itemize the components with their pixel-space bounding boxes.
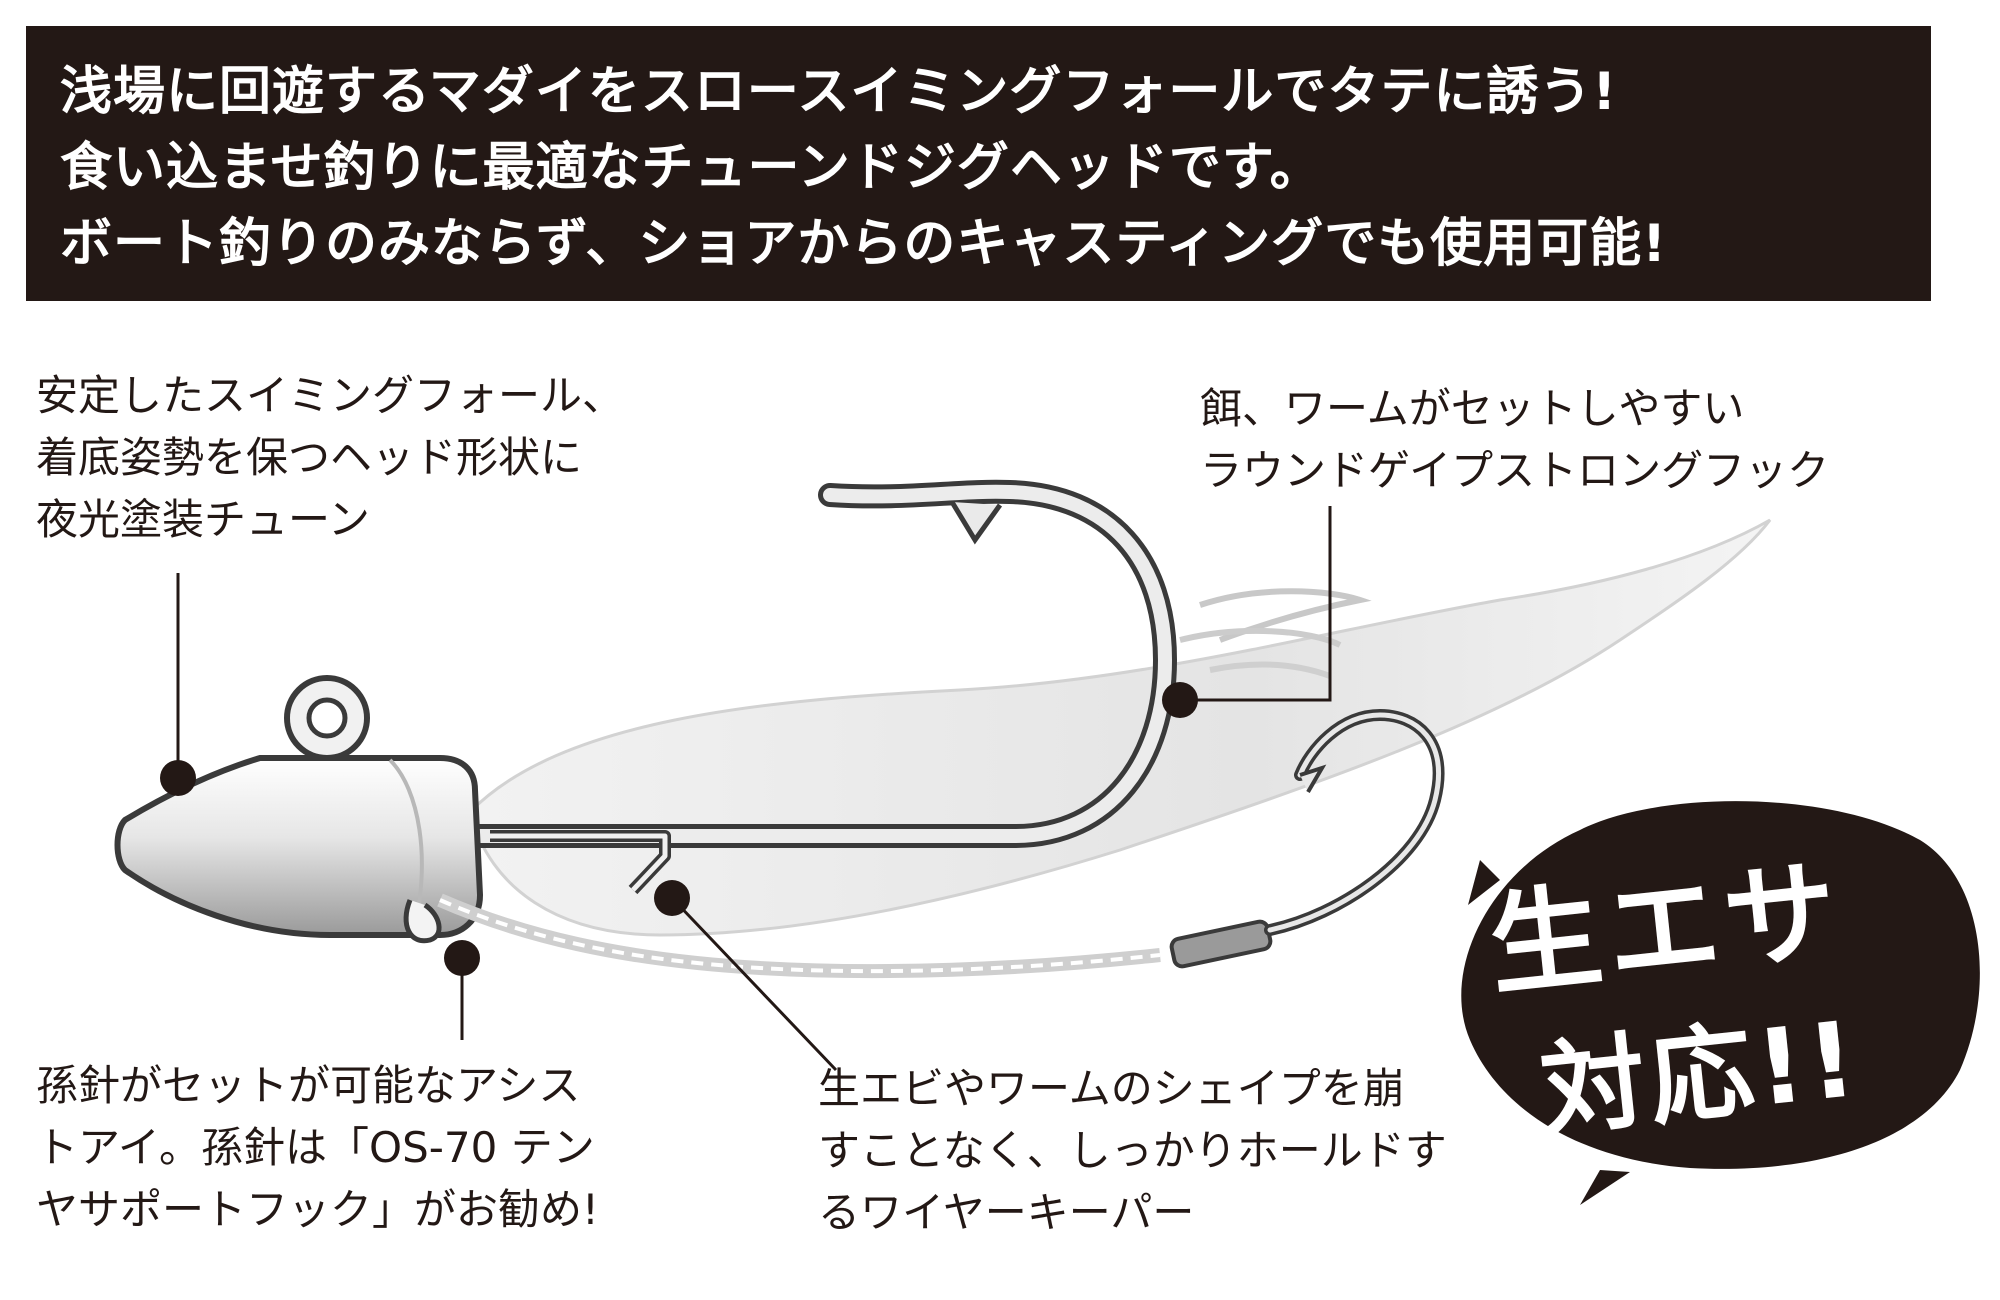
jig-head-illustration	[114, 755, 484, 944]
callout-hook-line-1: 餌、ワームがセットしやすい	[1200, 384, 1745, 433]
callout-keeper-line-2: すことなく、しっかりホールドす	[818, 1126, 1447, 1175]
callout-head-line-2: 着底姿勢を保つヘッド形状に	[36, 433, 583, 482]
callout-assist-line-1: 孫針がセットが可能なアシス	[36, 1061, 581, 1110]
marker-dot-head	[160, 760, 196, 796]
wire-keeper	[490, 830, 671, 895]
callout-hook: 餌、ワームがセットしやすい ラウンドゲイプストロングフック	[1200, 378, 1829, 502]
headline-line-2: 食い込ませ釣りに最適なチューンドジグヘッドです。	[60, 138, 1323, 198]
callout-head-shape: 安定したスイミングフォール、 着底姿勢を保つヘッド形状に 夜光塗装チューン	[36, 365, 624, 551]
marker-dot-keeper	[654, 880, 690, 916]
live-bait-badge	[1461, 801, 1980, 1205]
callout-assist-line-3: ヤサポートフック」がお勧め!	[36, 1185, 599, 1234]
callout-keeper-line-3: るワイヤーキーパー	[818, 1188, 1195, 1237]
headline-banner: 浅場に回遊するマダイをスロースイミングフォールでタテに誘う! 食い込ませ釣りに最…	[26, 26, 1931, 301]
callout-keeper-line-1: 生エビやワームのシェイプを崩	[818, 1064, 1405, 1113]
hook-illustration	[458, 479, 1178, 848]
callout-head-line-1: 安定したスイミングフォール、	[36, 371, 625, 420]
assist-line	[437, 893, 1161, 979]
marker-dot-hook	[1162, 682, 1198, 718]
leader-lines	[160, 506, 1332, 1072]
line-eye	[284, 675, 370, 761]
callout-assist-line-2: トアイ。孫針は「OS-70 テン	[36, 1123, 595, 1172]
assist-hook-illustration	[1169, 708, 1445, 969]
marker-dot-assist	[444, 940, 480, 976]
headline-line-1: 浅場に回遊するマダイをスロースイミングフォールでタテに誘う!	[60, 62, 1618, 122]
callout-head-line-3: 夜光塗装チューン	[36, 495, 370, 544]
callout-hook-line-2: ラウンドゲイプストロングフック	[1200, 446, 1830, 495]
callout-wire-keeper: 生エビやワームのシェイプを崩 すことなく、しっかりホールドす るワイヤーキーパー	[818, 1058, 1447, 1244]
callout-assist-eye: 孫針がセットが可能なアシス トアイ。孫針は「OS-70 テン ヤサポートフック」…	[36, 1055, 599, 1241]
headline-line-3: ボート釣りのみならず、ショアからのキャスティングでも使用可能!	[60, 214, 1667, 274]
